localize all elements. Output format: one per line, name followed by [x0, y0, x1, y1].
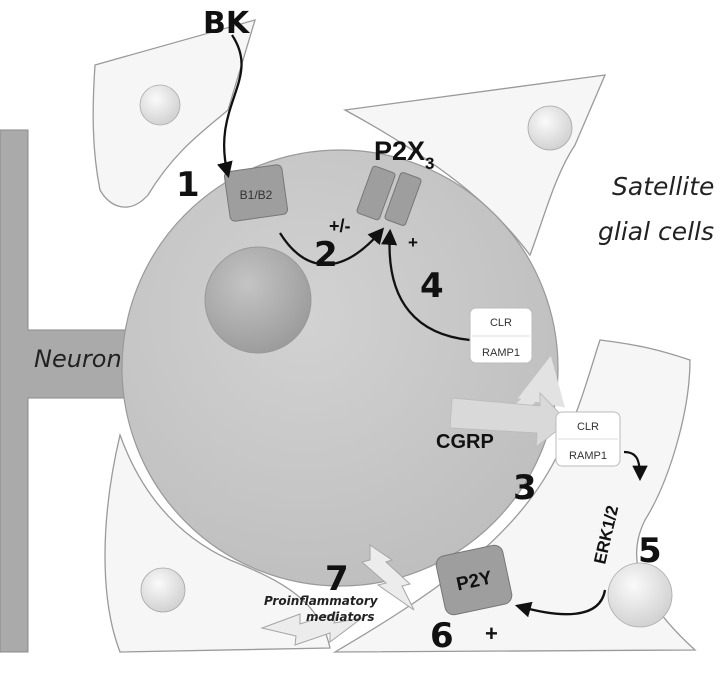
- cgrp-release-arrow: [449, 391, 569, 449]
- step-number-3: 3: [513, 468, 537, 508]
- ramp1-label-neuron: RAMP1: [482, 347, 520, 359]
- neuron-label: Neuron: [34, 345, 122, 373]
- plus-minus-label: +/-: [329, 216, 351, 236]
- step-number-4: 4: [420, 266, 444, 306]
- satellite-label-line1: Satellite: [612, 172, 714, 201]
- erk-arrow: [623, 450, 648, 482]
- step-number-1: 1: [176, 165, 200, 205]
- step-number-6: 6: [430, 616, 454, 656]
- glial-nucleus: [527, 105, 573, 151]
- step-number-7: 7: [325, 559, 349, 599]
- p2x3-label-main: P2X: [374, 136, 425, 166]
- ramp1-label-glia: RAMP1: [569, 450, 607, 462]
- p2x3-subunit-left: [356, 165, 396, 221]
- satellite-label-line2: glial cells: [598, 217, 714, 246]
- step-number-5: 5: [638, 531, 662, 571]
- p2x3-label: P2X3: [374, 136, 435, 173]
- arrow-to-p2y: [514, 589, 607, 618]
- glial-nucleus: [140, 567, 186, 613]
- arrow-clr-to-p2x3: [381, 228, 471, 342]
- proinflammatory-label: Proinflammatory: [264, 594, 379, 608]
- p2y-receptor: [435, 544, 513, 616]
- lightning-icon: [260, 611, 363, 646]
- step-number-2: 2: [314, 235, 338, 275]
- glial-nucleus: [607, 562, 673, 628]
- p2x3-label-sub: 3: [425, 154, 434, 173]
- bk-label: BK: [203, 6, 251, 41]
- clr-label-neuron: CLR: [490, 317, 512, 329]
- p2x3-subunit-right: [384, 172, 422, 226]
- clr-label-glia: CLR: [577, 421, 599, 433]
- bk-arrow: [217, 34, 243, 179]
- b1b2-label: B1/B2: [240, 188, 273, 202]
- glial-nucleus: [139, 84, 181, 126]
- b1b2-receptor: [223, 164, 289, 222]
- plus-label-p2y: +: [485, 621, 498, 646]
- mediators-label: mediators: [306, 610, 374, 624]
- lightning-icon: [360, 544, 415, 611]
- plus-label-p2x3: +: [408, 233, 418, 252]
- arrow-b1b2-to-p2x3: [279, 227, 385, 266]
- neuron-nucleus: [204, 246, 312, 354]
- cgrp-label: CGRP: [436, 431, 494, 453]
